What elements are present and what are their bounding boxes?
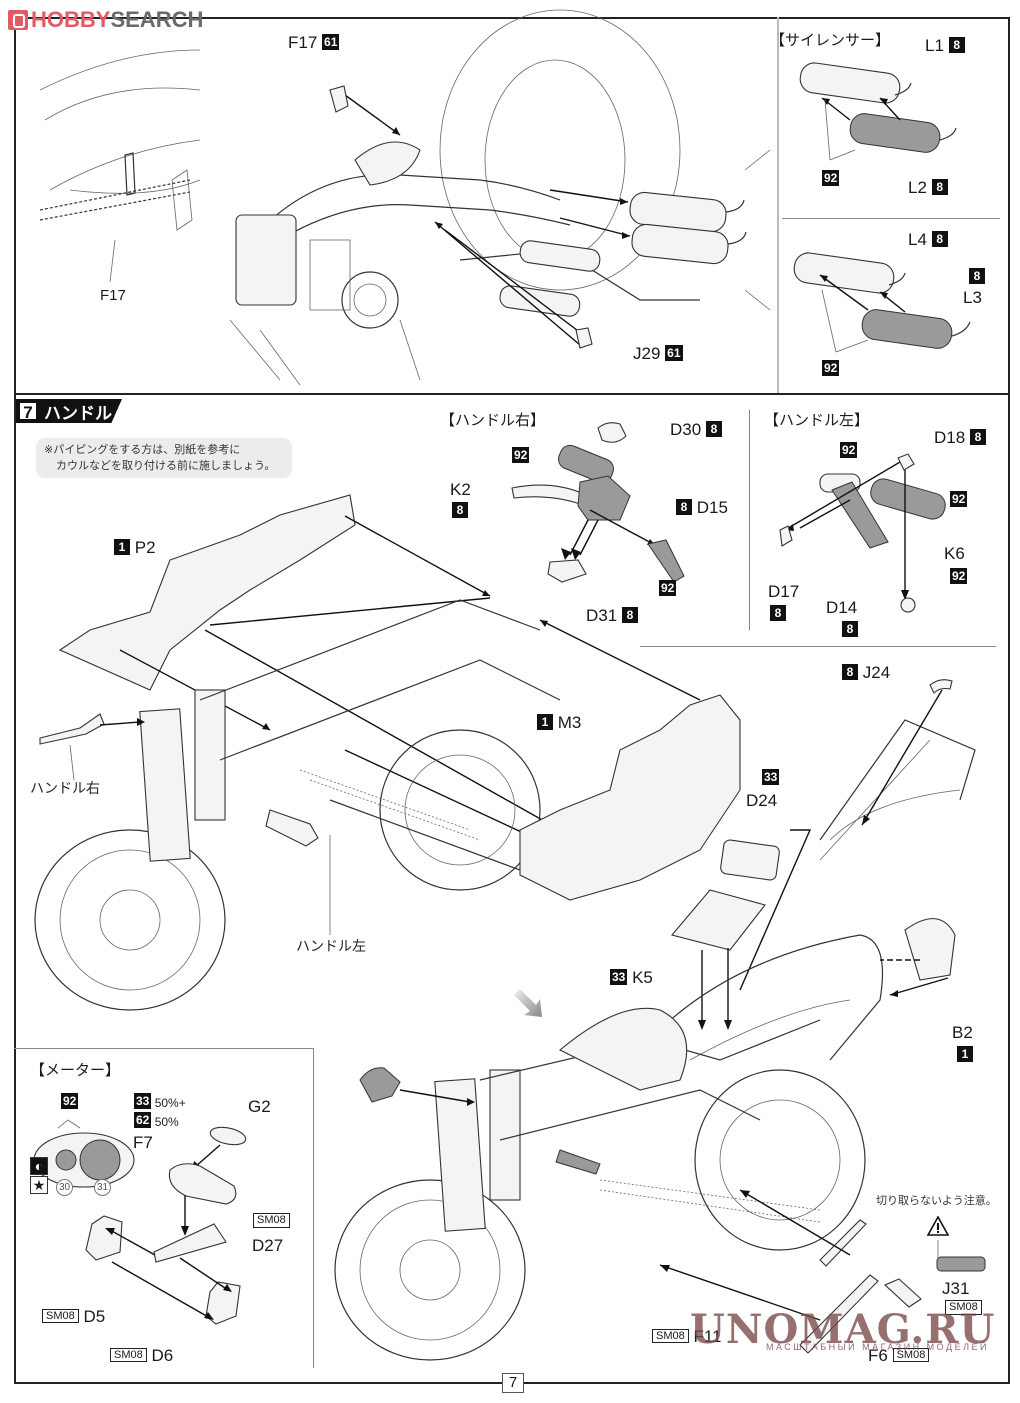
paint-badge-l3: 8 xyxy=(969,268,985,284)
part-label-d15: 8 D15 xyxy=(676,498,728,518)
sm-tag-d6: SM08 xyxy=(110,1348,147,1362)
paint-badge-grip-right: 92 xyxy=(512,447,530,463)
part-label-l1: L1 8 xyxy=(925,36,965,56)
sm-tag-f11: SM08 xyxy=(652,1329,689,1343)
paint-badge: 61 xyxy=(322,34,340,50)
unomag-watermark-subtitle: МАСШТАБНЫЙ МАГАЗИН МОДЕЛЕЙ xyxy=(766,1342,989,1352)
paint-mix-1: 33 50%+ xyxy=(134,1093,186,1110)
part-label-d30: D30 8 xyxy=(670,420,722,440)
decal-symbol-icon: ◐ xyxy=(30,1157,48,1175)
paint-badge: 8 xyxy=(842,664,858,680)
meter-panel-border-right xyxy=(313,1048,314,1368)
paint-badge-k2: 8 xyxy=(452,502,468,518)
part-label-f17-side: F17 xyxy=(100,287,126,304)
step-header: 7 ハンドル xyxy=(16,399,112,423)
handle-right-title: 【ハンドル右】 xyxy=(440,412,546,429)
part-label-d17: D17 xyxy=(768,582,800,601)
meter-panel-border-top xyxy=(14,1048,314,1049)
paint-badge: 8 xyxy=(676,499,692,515)
paint-badge-b2: 1 xyxy=(957,1046,973,1062)
part-label-d31: D31 8 xyxy=(586,606,638,626)
paint-badge-silencer-upper: 92 xyxy=(822,170,840,186)
part-label-d24: D24 xyxy=(746,791,778,810)
paint-badge-silencer-lower: 92 xyxy=(822,360,840,376)
paint-badge-d24: 33 xyxy=(762,769,780,785)
paint-badge-d14: 8 xyxy=(842,621,858,637)
hobby-search-watermark: HOBBYSEARCH xyxy=(8,7,203,33)
paint-badge-grip-left: 92 xyxy=(950,491,968,507)
sm-tag-f6: SM08 xyxy=(892,1348,930,1362)
part-label-p2: 1 P2 xyxy=(114,538,156,558)
paint-badge: 61 xyxy=(665,345,683,361)
decal-number-31: 31 xyxy=(94,1179,111,1196)
paint-badge: 8 xyxy=(931,231,948,247)
silencer-panel-border xyxy=(777,17,779,393)
part-label-f6: F6 SM08 xyxy=(868,1346,930,1366)
handle-split-vertical xyxy=(749,410,750,630)
paint-badge: 33 xyxy=(134,1093,152,1109)
handle-panel-bottom xyxy=(640,646,996,647)
page-frame xyxy=(14,17,1010,1384)
callout-handle-left: ハンドル左 xyxy=(296,938,366,954)
part-label-b2: B2 xyxy=(952,1023,973,1042)
warning-icon xyxy=(927,1216,949,1236)
part-label-f11: SM08 F11 xyxy=(652,1327,722,1347)
paint-badge: 8 xyxy=(621,607,638,623)
callout-handle-right: ハンドル右 xyxy=(30,780,100,796)
meter-title: 【メーター】 xyxy=(30,1062,121,1079)
paint-mix-2: 62 50% xyxy=(134,1112,179,1129)
piping-note: ※パイピングをする方は、別紙を参考に カウルなどを取り付ける前に施しましょう。 xyxy=(36,438,292,478)
part-label-l3: L3 xyxy=(963,288,982,307)
paint-badge: 8 xyxy=(969,429,986,445)
paint-badge-d15: 92 xyxy=(659,580,677,596)
paint-badge-k6: 92 xyxy=(950,568,968,584)
silencer-title: 【サイレンサー】 xyxy=(770,32,891,49)
part-label-j31: J31 xyxy=(942,1279,970,1298)
paint-badge: 1 xyxy=(537,714,553,730)
caution-note: 切り取らないよう注意。 xyxy=(876,1195,997,1207)
paint-badge: 1 xyxy=(114,539,130,555)
paint-badge: 8 xyxy=(931,179,948,195)
part-label-k6: K6 xyxy=(944,544,965,563)
sm-tag-j31: SM08 xyxy=(945,1300,982,1315)
hobby-search-logo-icon xyxy=(8,10,28,30)
paint-badge: 8 xyxy=(705,421,722,437)
part-label-j29: J29 61 xyxy=(633,344,683,363)
paint-badge: 8 xyxy=(948,37,965,53)
direction-arrow-icon xyxy=(514,989,542,1017)
paint-badge-meter: 92 xyxy=(61,1093,79,1109)
paint-badge-lever-left: 92 xyxy=(840,442,858,458)
step-title: ハンドル xyxy=(44,403,112,423)
paint-badge: 62 xyxy=(134,1112,152,1128)
handle-left-title: 【ハンドル左】 xyxy=(764,412,870,429)
part-label-f17-main: F17 61 xyxy=(288,33,340,52)
part-label-f7: F7 xyxy=(133,1133,153,1152)
decal-number-30: 30 xyxy=(56,1179,73,1196)
part-label-k5: 33 K5 xyxy=(610,968,653,987)
sm-tag-d5: SM08 xyxy=(42,1309,79,1323)
silencer-split xyxy=(782,218,1000,219)
part-label-d14: D14 xyxy=(826,598,858,617)
part-label-g2: G2 xyxy=(248,1097,271,1116)
top-section-divider xyxy=(14,393,1010,395)
sm-tag-d27: SM08 xyxy=(253,1213,290,1228)
unomag-watermark: UNOMAG.RU xyxy=(690,1306,996,1353)
step-number: 7 xyxy=(18,401,38,422)
part-label-j24: 8 J24 xyxy=(842,663,890,683)
part-label-d18: D18 8 xyxy=(934,428,986,448)
part-label-d5: SM08 D5 xyxy=(42,1307,105,1327)
star-symbol-icon: ★ xyxy=(30,1176,48,1194)
paint-badge-d17: 8 xyxy=(770,605,786,621)
part-label-l4: L4 8 xyxy=(908,230,948,250)
part-label-k2: K2 xyxy=(450,480,471,499)
paint-badge: 33 xyxy=(610,969,628,985)
part-label-d6: SM08 D6 xyxy=(110,1346,173,1366)
part-label-d27: D27 xyxy=(252,1236,284,1255)
part-label-l2: L2 8 xyxy=(908,178,948,198)
part-label-m3: 1 M3 xyxy=(537,713,581,733)
page-number: 7 xyxy=(502,1373,524,1393)
